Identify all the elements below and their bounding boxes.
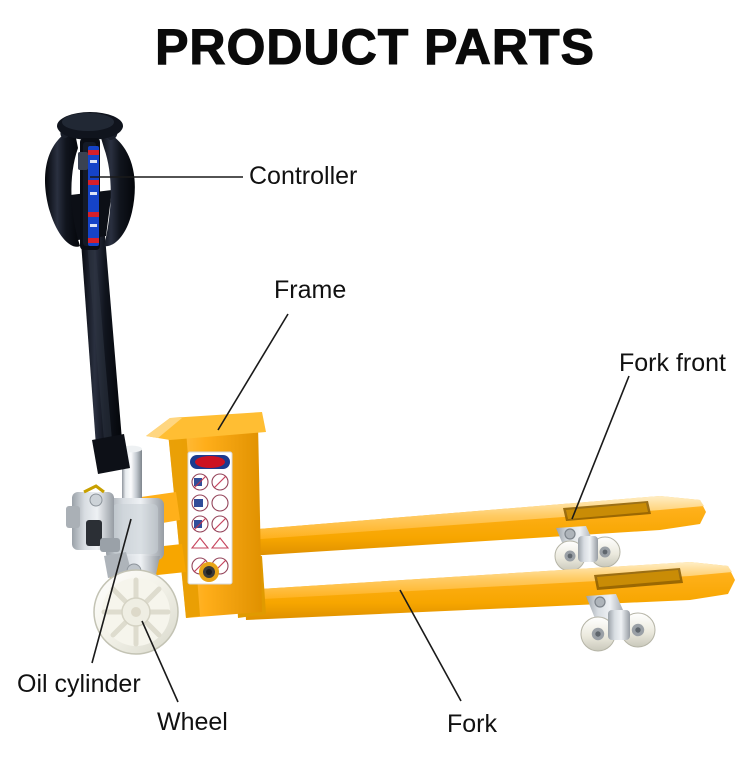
- callout-label-controller: Controller: [249, 162, 358, 190]
- callout-label-fork: Fork: [447, 710, 497, 738]
- callout-label-wheel: Wheel: [157, 708, 228, 736]
- tiller-handle: [45, 112, 135, 474]
- fork-front: [244, 562, 735, 652]
- fork-rear: [246, 496, 706, 572]
- callout-label-oil-cylinder: Oil cylinder: [17, 670, 141, 698]
- page-title: PRODUCT PARTS: [155, 18, 595, 75]
- callout-label-fork-front: Fork front: [619, 349, 726, 377]
- steer-wheel: [93, 569, 179, 655]
- callout-label-frame: Frame: [274, 276, 347, 304]
